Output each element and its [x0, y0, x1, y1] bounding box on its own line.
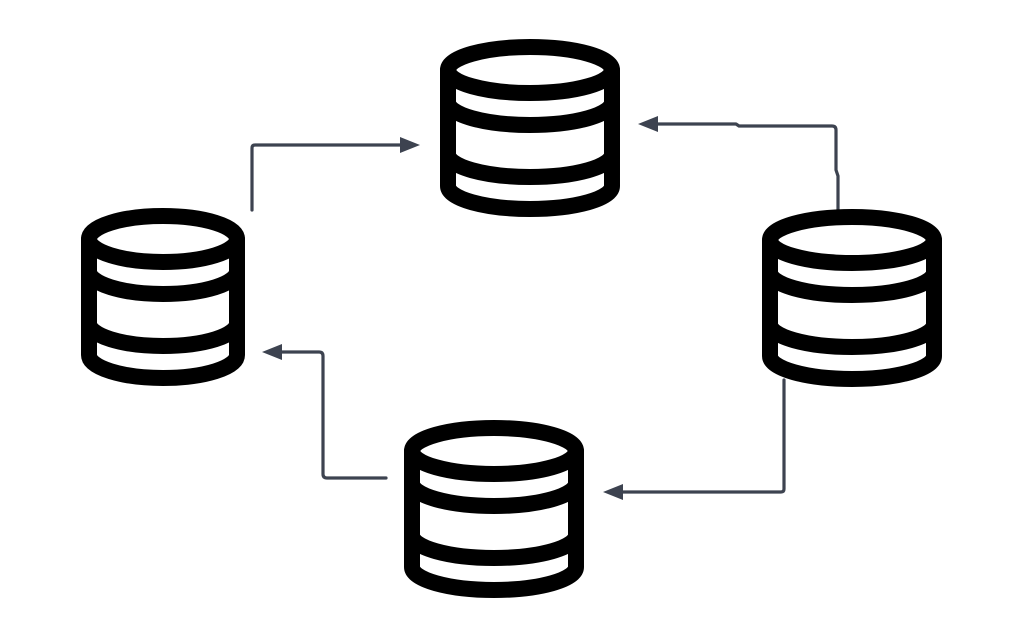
- database-node-top: [440, 39, 620, 217]
- connector-bottom-to-left: [276, 350, 388, 480]
- arrowhead-right-to-bottom: [603, 484, 623, 500]
- database-node-left: [81, 208, 245, 386]
- database-node-right: [762, 209, 942, 387]
- arrowhead-right-to-top: [638, 116, 658, 132]
- database-icon: [440, 39, 620, 217]
- arrowhead-bottom-to-left: [262, 344, 282, 360]
- database-icon: [762, 209, 942, 387]
- arrowhead-left-to-top: [400, 137, 420, 153]
- database-icon: [81, 208, 245, 386]
- connector-right-to-top: [652, 122, 840, 215]
- connector-right-to-bottom: [617, 378, 786, 494]
- database-icon: [404, 420, 584, 598]
- database-node-bottom: [404, 420, 584, 598]
- connectors: [250, 116, 840, 500]
- connector-left-to-top: [250, 143, 406, 212]
